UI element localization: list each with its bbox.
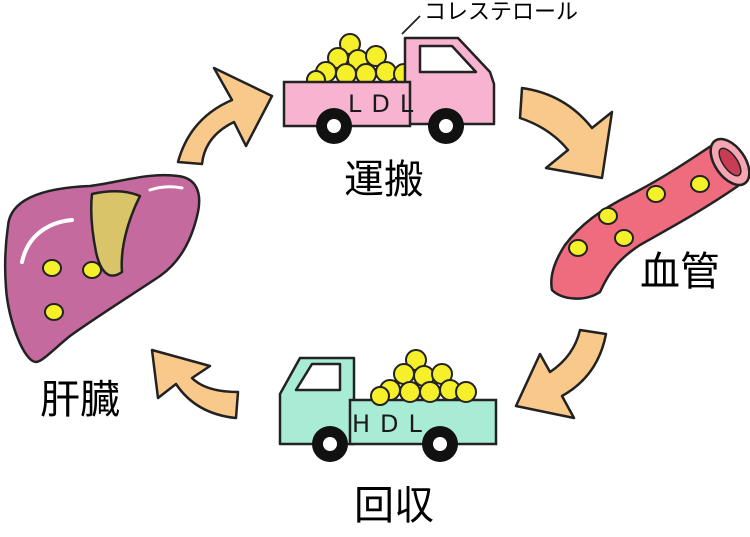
liver [3, 173, 201, 364]
liver-cholesterol [42, 259, 102, 321]
hdl-truck-label: HDL [352, 410, 432, 438]
ldl-truck-label: LDL [348, 90, 424, 118]
arrow-vessel-to-hdl [514, 328, 608, 420]
transport-label: 運搬 [344, 157, 424, 203]
vessel-cholesterol [568, 175, 710, 257]
hdl-wheels [312, 426, 458, 462]
liver-label: 肝臓 [40, 377, 120, 423]
arrow-hdl-to-liver [150, 348, 240, 420]
hdl-cholesterol-load [370, 349, 477, 406]
blood-vessel [550, 137, 750, 300]
recovery-label: 回収 [354, 483, 434, 529]
arrow-liver-to-ldl [176, 66, 274, 166]
ldl-cholesterol-load [306, 33, 415, 90]
arrow-ldl-to-vessel [518, 86, 614, 180]
ldl-truck [282, 15, 496, 144]
hdl-truck [278, 349, 498, 462]
cholesterol-callout-line [401, 15, 421, 35]
cholesterol-label: コレステロール [424, 0, 579, 25]
blood-vessel-label: 血管 [640, 249, 720, 295]
ldl-wheels [316, 108, 464, 144]
